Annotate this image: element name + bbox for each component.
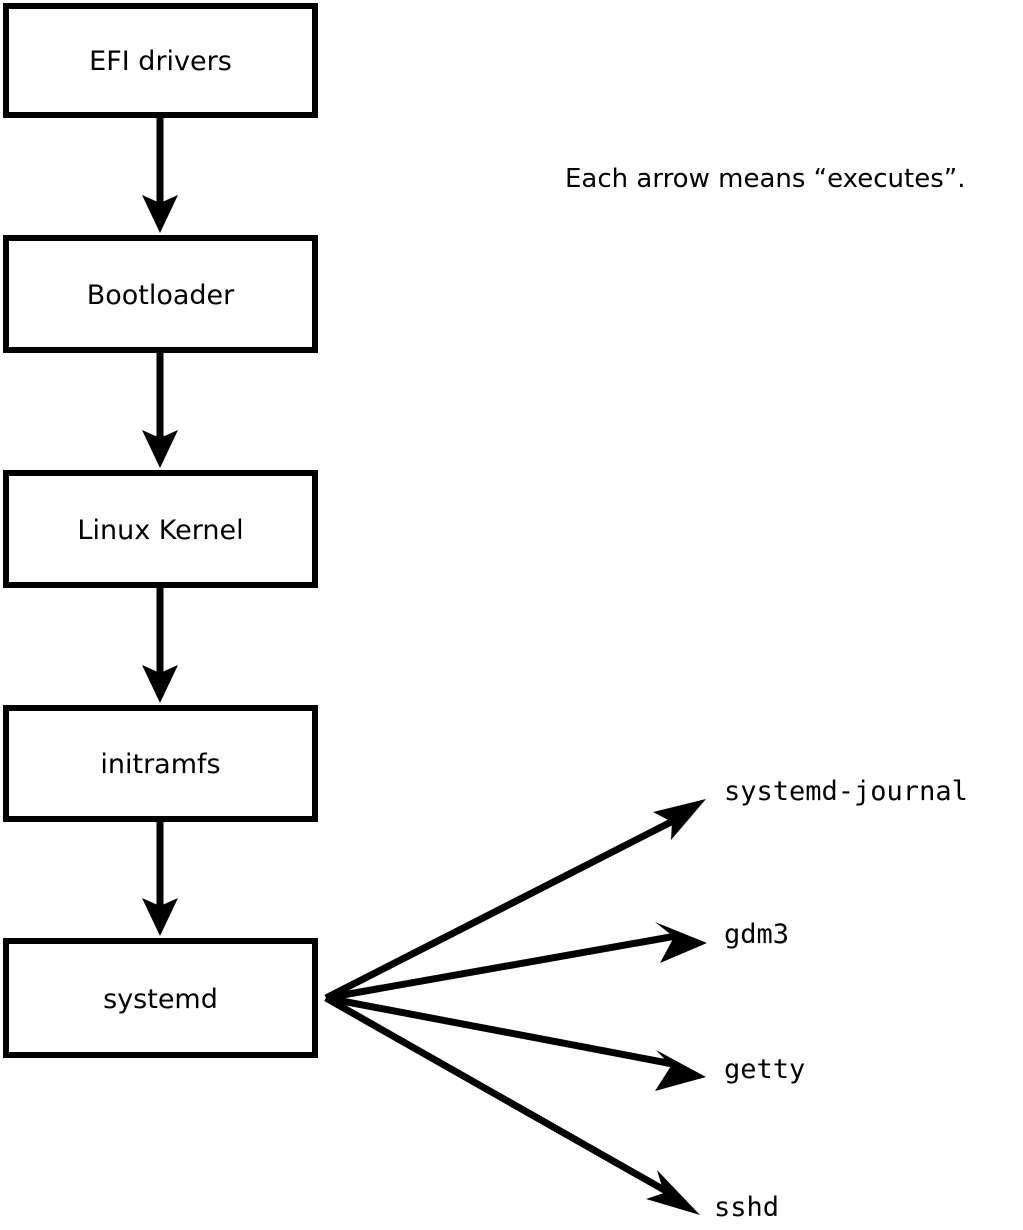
stage-box-efi-drivers[interactable] [3,3,318,118]
stage-label-efi-drivers: EFI drivers [89,46,232,77]
service-label-sshd: sshd [714,1192,780,1223]
stage-label-initramfs: initramfs [100,749,221,780]
arrow-bootloader-to-linux-kernel [142,353,178,468]
stage-box-initramfs[interactable] [3,705,318,822]
stage-label-systemd: systemd [103,984,218,1015]
caption-arrow-meaning: Each arrow means “executes”. [565,164,966,194]
arrow-systemd-to-getty [325,994,706,1091]
arrow-systemd-to-systemd-journal [324,799,706,1002]
stage-boxes [3,3,318,1058]
stage-box-linux-kernel[interactable] [3,470,318,588]
service-label-systemd-journal: systemd-journal [724,776,968,807]
service-label-gdm3: gdm3 [724,919,790,950]
stage-box-bootloader[interactable] [3,235,318,353]
arrow-efi-drivers-to-bootloader [142,118,178,233]
stage-box-systemd[interactable] [3,938,318,1058]
arrow-systemd-to-sshd [324,994,700,1215]
service-arrows [324,799,707,1215]
arrow-systemd-to-gdm3 [325,922,707,1002]
arrow-linux-kernel-to-initramfs [142,588,178,703]
service-label-getty: getty [724,1054,806,1085]
stage-label-linux-kernel: Linux Kernel [77,515,244,546]
stage-label-bootloader: Bootloader [86,280,235,311]
arrow-initramfs-to-systemd [142,822,178,936]
chain-arrows [142,118,178,936]
